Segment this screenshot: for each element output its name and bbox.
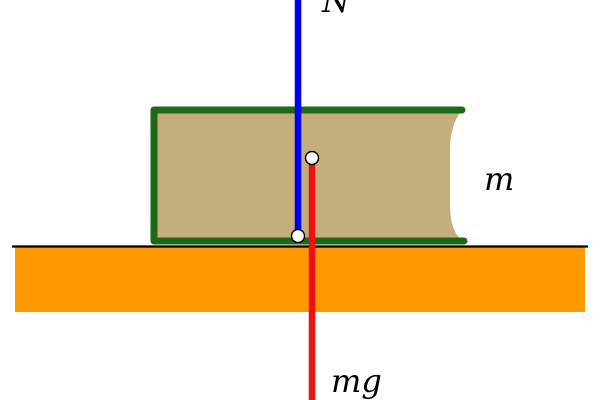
mass-label: m (484, 160, 514, 198)
weight-label: mg (331, 362, 382, 400)
normal-force-origin-point (290, 228, 306, 244)
normal-force-label: N (321, 0, 351, 20)
book-body (154, 110, 462, 241)
table-slab (15, 247, 585, 312)
center-of-mass-point (304, 150, 320, 166)
